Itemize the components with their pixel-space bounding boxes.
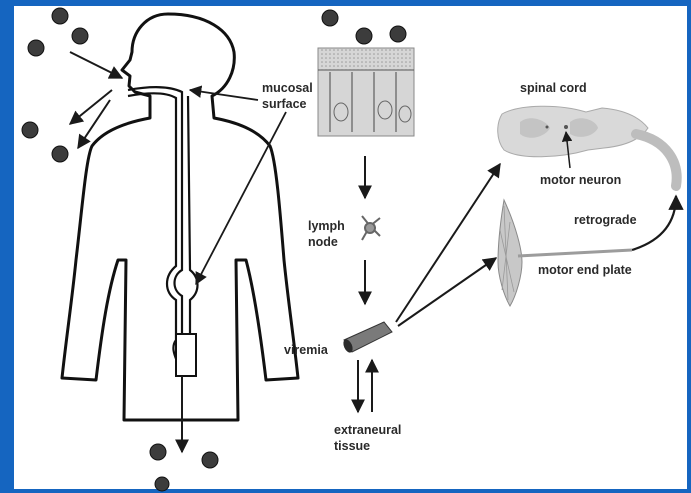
human-body-icon [62, 14, 298, 420]
extraneural-label: extraneural [334, 423, 401, 437]
lymph-label: lymph [308, 219, 345, 233]
viremia-to-spinal-cord-arrow [396, 164, 500, 322]
motor-neuron-label: motor neuron [540, 173, 621, 187]
viremia-label: viremia [284, 343, 329, 357]
lymph-node-icon [362, 216, 380, 240]
node-label: node [308, 235, 338, 249]
retrograde-arrow [632, 196, 676, 250]
spinal-cord-label: spinal cord [520, 81, 587, 95]
viremia-to-muscle-arrow [398, 258, 496, 326]
blood-vessel-icon [341, 322, 392, 354]
retrograde-label: retrograde [574, 213, 637, 227]
tissue-label: tissue [334, 439, 370, 453]
motor-end-plate-label: motor end plate [538, 263, 632, 277]
surface-label: surface [262, 97, 307, 111]
mucosal-label: mucosal [262, 81, 313, 95]
epithelium-icon [318, 48, 414, 136]
